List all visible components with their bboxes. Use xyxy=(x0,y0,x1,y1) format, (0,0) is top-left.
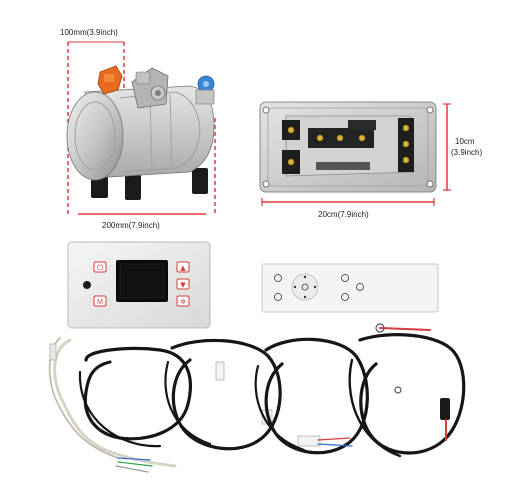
dim-controller-height: 10cm xyxy=(455,137,475,146)
compressor: 100mm(3.9inch) 200mm(7.9inch) xyxy=(60,28,216,230)
dim-controller-width: 20cm(7.9inch) xyxy=(318,210,369,219)
panel-buttons: ⏻ M ▲ ▼ ✲ xyxy=(93,261,190,307)
remote-control xyxy=(261,263,439,313)
dim-controller-height-inch: (3.9inch) xyxy=(451,148,482,157)
dim-compressor-width: 200mm(7.9inch) xyxy=(102,221,160,230)
controller-module: 20cm(7.9inch) 10cm (3.9inch) xyxy=(259,101,482,219)
svg-text:✲: ✲ xyxy=(180,298,186,306)
svg-text:⏻: ⏻ xyxy=(97,263,104,272)
dim-compressor-height: 100mm(3.9inch) xyxy=(60,28,118,37)
control-panel: ⏻ M ▲ ▼ ✲ xyxy=(67,241,211,329)
wiring-harness xyxy=(48,323,466,473)
svg-text:M: M xyxy=(97,299,103,306)
svg-text:▼: ▼ xyxy=(180,281,186,289)
svg-text:▲: ▲ xyxy=(180,264,186,272)
